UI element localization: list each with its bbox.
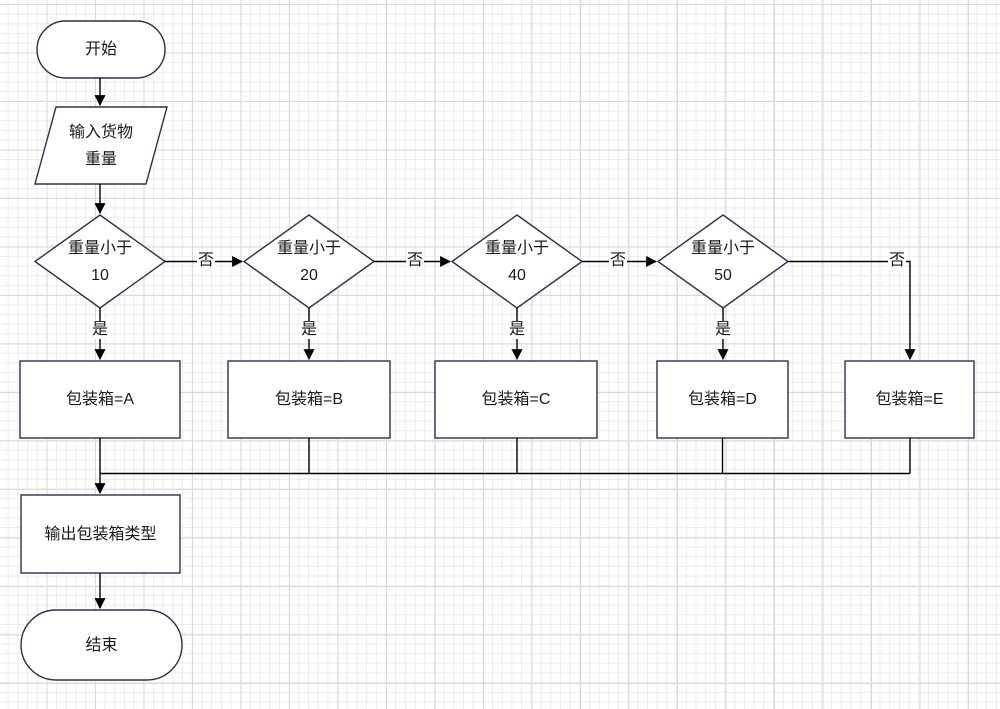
edge-label-no-3: 否 xyxy=(608,252,628,270)
edge-label-yes-4: 是 xyxy=(713,321,733,339)
connector-no-decision-50-to-box-e[interactable] xyxy=(788,260,916,361)
box-e-rect-shape[interactable] xyxy=(844,360,975,439)
box-c-rect-shape[interactable] xyxy=(434,360,598,439)
box-a-rect-shape[interactable] xyxy=(19,360,181,439)
box-b-rect-shape[interactable] xyxy=(227,360,391,439)
edge-label-no-4: 否 xyxy=(887,252,907,270)
edge-label-no-2: 否 xyxy=(405,252,425,270)
input-parallelogram-shape[interactable] xyxy=(34,106,168,185)
decision-40-diamond-shape[interactable] xyxy=(450,214,584,309)
edge-label-no-1: 否 xyxy=(196,252,216,270)
decision-50-diamond-shape[interactable] xyxy=(656,214,790,309)
output-rect-shape[interactable] xyxy=(20,494,181,574)
decision-20-diamond-shape[interactable] xyxy=(242,214,376,309)
decision-10-diamond-shape[interactable] xyxy=(33,214,167,309)
edge-label-yes-2: 是 xyxy=(299,321,319,339)
box-d-rect-shape[interactable] xyxy=(656,360,789,439)
end-terminator-shape[interactable] xyxy=(20,609,183,681)
start-terminator-shape[interactable] xyxy=(36,20,166,79)
edge-label-yes-3: 是 xyxy=(507,321,527,339)
edge-label-yes-1: 是 xyxy=(90,321,110,339)
